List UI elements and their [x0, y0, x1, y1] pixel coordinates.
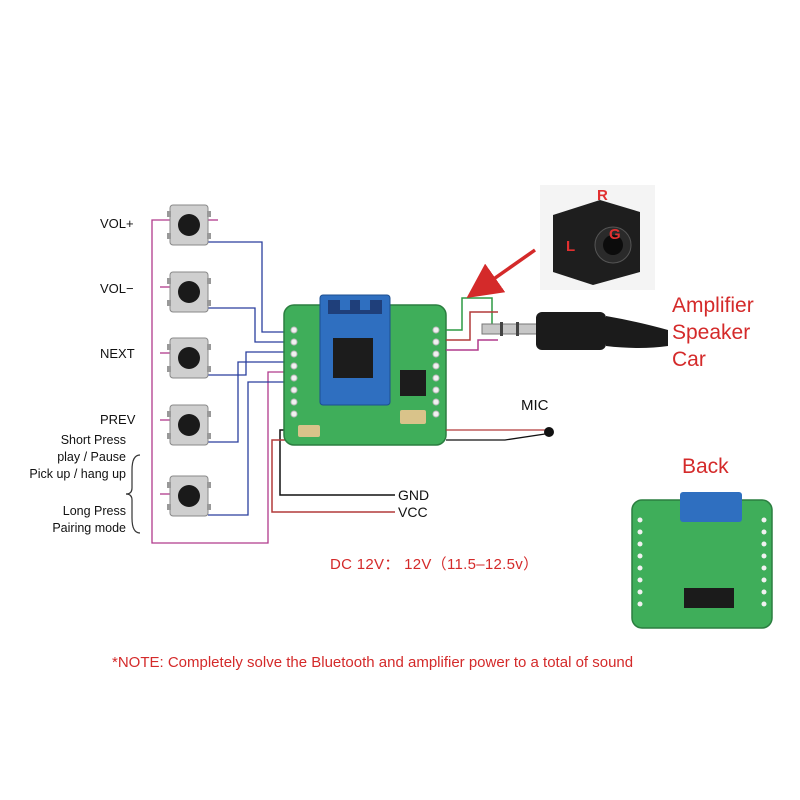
output-l-wire: [446, 311, 498, 341]
back-label: Back: [682, 455, 729, 478]
short-press-label: Short Press: [60, 433, 126, 447]
output-label-car: Car: [672, 348, 706, 371]
vol-plus-wire: [208, 241, 296, 333]
long-press-action: Pairing mode: [52, 521, 126, 535]
red-arrow: [466, 248, 537, 299]
vol-plus-common-wire: [151, 219, 296, 544]
long-press-label: Long Press: [62, 504, 126, 518]
description-bracket: [125, 454, 141, 534]
audio-plug: [481, 312, 668, 350]
output-labels: Amplifier Speaker Car: [672, 292, 754, 373]
main-pcb: [283, 294, 447, 446]
output-label-speaker: Speaker: [672, 321, 751, 344]
mic-capsule: [544, 427, 554, 437]
vol-minus-wire: [208, 307, 296, 343]
jack-pin-r: R: [597, 187, 608, 204]
button-label-vol-plus: VOL+: [100, 216, 134, 231]
mic-label: MIC: [521, 397, 549, 414]
vcc-wire: [271, 439, 395, 513]
jack-pin-l: L: [566, 238, 576, 255]
output-g-wire: [446, 339, 498, 351]
play-wire: [208, 381, 296, 516]
dc-voltage-label: DC 12V： 12V（11.5–12.5v）: [330, 556, 539, 573]
vcc-label: VCC: [398, 504, 428, 520]
gnd-label: GND: [398, 487, 430, 503]
button-label-vol-minus: VOL−: [100, 281, 134, 296]
short-press-action-2: Pick up / hang up: [29, 467, 126, 481]
tactile-buttons: [167, 204, 211, 517]
jack-pin-g: G: [609, 226, 621, 243]
back-board: [631, 492, 773, 629]
button-wires: [151, 219, 296, 544]
next-wire: [208, 351, 296, 376]
button-label-next: NEXT: [100, 346, 135, 361]
short-press-action-1: play / Pause: [57, 450, 126, 464]
mic-wire-minus: [446, 433, 546, 441]
audio-jack: [540, 185, 655, 290]
output-label-amplifier: Amplifier: [672, 294, 754, 317]
button-label-prev: PREV: [100, 412, 136, 427]
long-press-description: Long Press Pairing mode: [18, 503, 126, 537]
prev-wire: [208, 361, 296, 443]
note-text: *NOTE: Completely solve the Bluetooth an…: [112, 654, 634, 671]
play-button-description: Short Press play / Pause Pick up / hang …: [18, 432, 126, 483]
output-r-wire: [446, 297, 493, 331]
